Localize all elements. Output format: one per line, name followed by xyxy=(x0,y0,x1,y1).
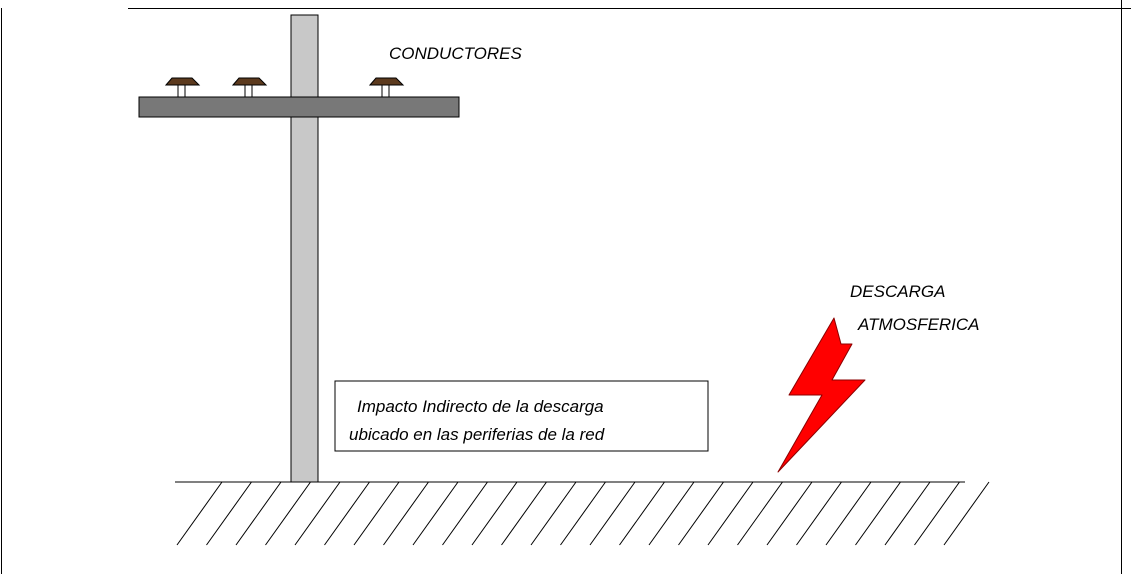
lightning-bolt-icon xyxy=(777,317,866,473)
conductors-label: CONDUCTORES xyxy=(389,44,523,63)
hatch-stroke xyxy=(294,481,341,546)
callout-line-2: ubicado en las periferias de la red xyxy=(349,425,605,444)
hatch-stroke xyxy=(855,481,901,546)
hatch-stroke xyxy=(737,481,783,546)
hatch-stroke xyxy=(235,481,282,546)
discharge-label-line-2: ATMOSFERICA xyxy=(857,315,980,334)
hatch-stroke xyxy=(796,481,842,546)
hatch-stroke xyxy=(442,481,488,546)
hatch-stroke xyxy=(383,481,429,546)
hatch-stroke xyxy=(530,481,577,546)
insulator-icon xyxy=(164,77,201,98)
indirect-impact-callout: Impacto Indirecto de la descarga ubicado… xyxy=(334,380,709,452)
callout-box xyxy=(334,380,709,452)
hatch-stroke xyxy=(412,481,459,546)
hatch-stroke xyxy=(766,481,813,546)
hatch-stroke xyxy=(471,481,518,546)
utility-pole xyxy=(290,14,319,483)
hatch-stroke xyxy=(324,481,370,546)
hatch-stroke xyxy=(589,481,636,546)
hatch-stroke xyxy=(176,481,223,546)
ground-hatch xyxy=(176,481,990,546)
hatch-stroke xyxy=(619,481,665,546)
hatch-stroke xyxy=(707,481,754,546)
discharge-label-line-1: DESCARGA xyxy=(850,282,945,301)
insulator-icon xyxy=(231,77,268,98)
hatch-stroke xyxy=(943,481,990,546)
hatch-stroke xyxy=(914,481,960,546)
hatch-stroke xyxy=(560,481,606,546)
hatch-stroke xyxy=(206,481,252,546)
callout-line-1: Impacto Indirecto de la descarga xyxy=(357,397,604,416)
hatch-stroke xyxy=(884,481,931,546)
hatch-stroke xyxy=(265,481,311,546)
hatch-stroke xyxy=(678,481,724,546)
hatch-stroke xyxy=(825,481,872,546)
hatch-stroke xyxy=(501,481,547,546)
hatch-stroke xyxy=(353,481,400,546)
hatch-stroke xyxy=(648,481,695,546)
insulator-icon xyxy=(368,77,405,98)
crossarm xyxy=(138,96,460,118)
